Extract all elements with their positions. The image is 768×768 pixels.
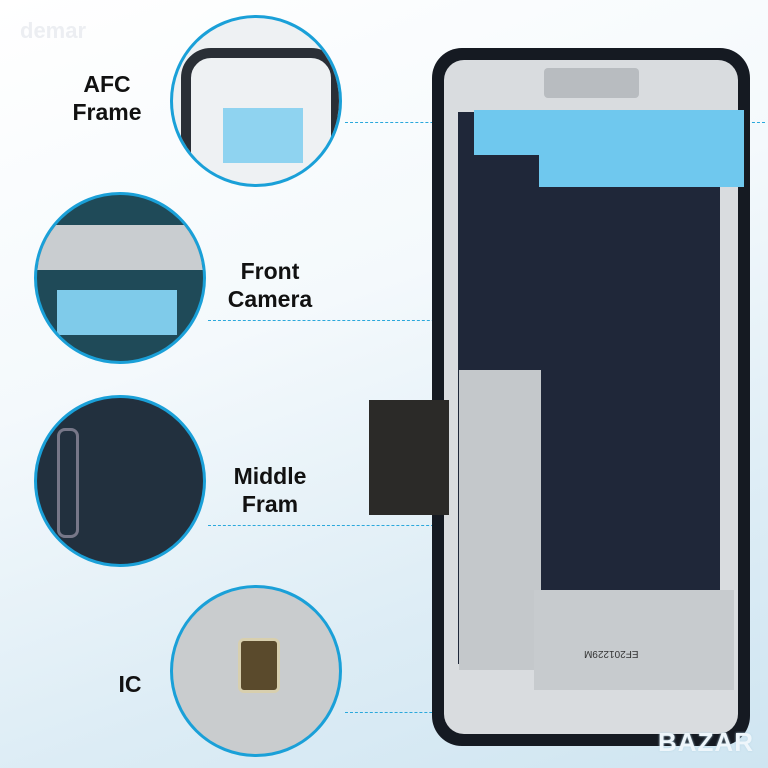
camera-pointer-line (208, 320, 584, 321)
watermark: demar (20, 18, 87, 43)
front-camera-detail-circle (34, 192, 206, 364)
top-tape (474, 110, 744, 155)
label-line: Frame (72, 99, 142, 125)
label-line: AFC (83, 71, 131, 97)
shield-plate (459, 370, 541, 670)
flex-cable (369, 400, 449, 515)
camera-bracket (544, 68, 639, 98)
middle-frame-detail-circle (34, 395, 206, 567)
label-line: Middle (233, 463, 307, 489)
label-line: Camera (227, 286, 313, 312)
mid-tape (539, 155, 744, 187)
ic-label: IC (118, 671, 142, 697)
ic-detail-circle (170, 585, 342, 757)
afc-frame-detail-circle (170, 15, 342, 187)
label-line: Front (240, 258, 300, 284)
bottom-shield (534, 590, 734, 690)
lcd-screen-assembly: EF201229M (369, 48, 750, 746)
frame: EF201229M (369, 60, 744, 734)
middle-pointer-line (208, 525, 444, 526)
bazar-logo: BAZAR (658, 727, 754, 757)
label-line: Fram (241, 491, 299, 517)
flex-print: EF201229M (584, 648, 639, 659)
